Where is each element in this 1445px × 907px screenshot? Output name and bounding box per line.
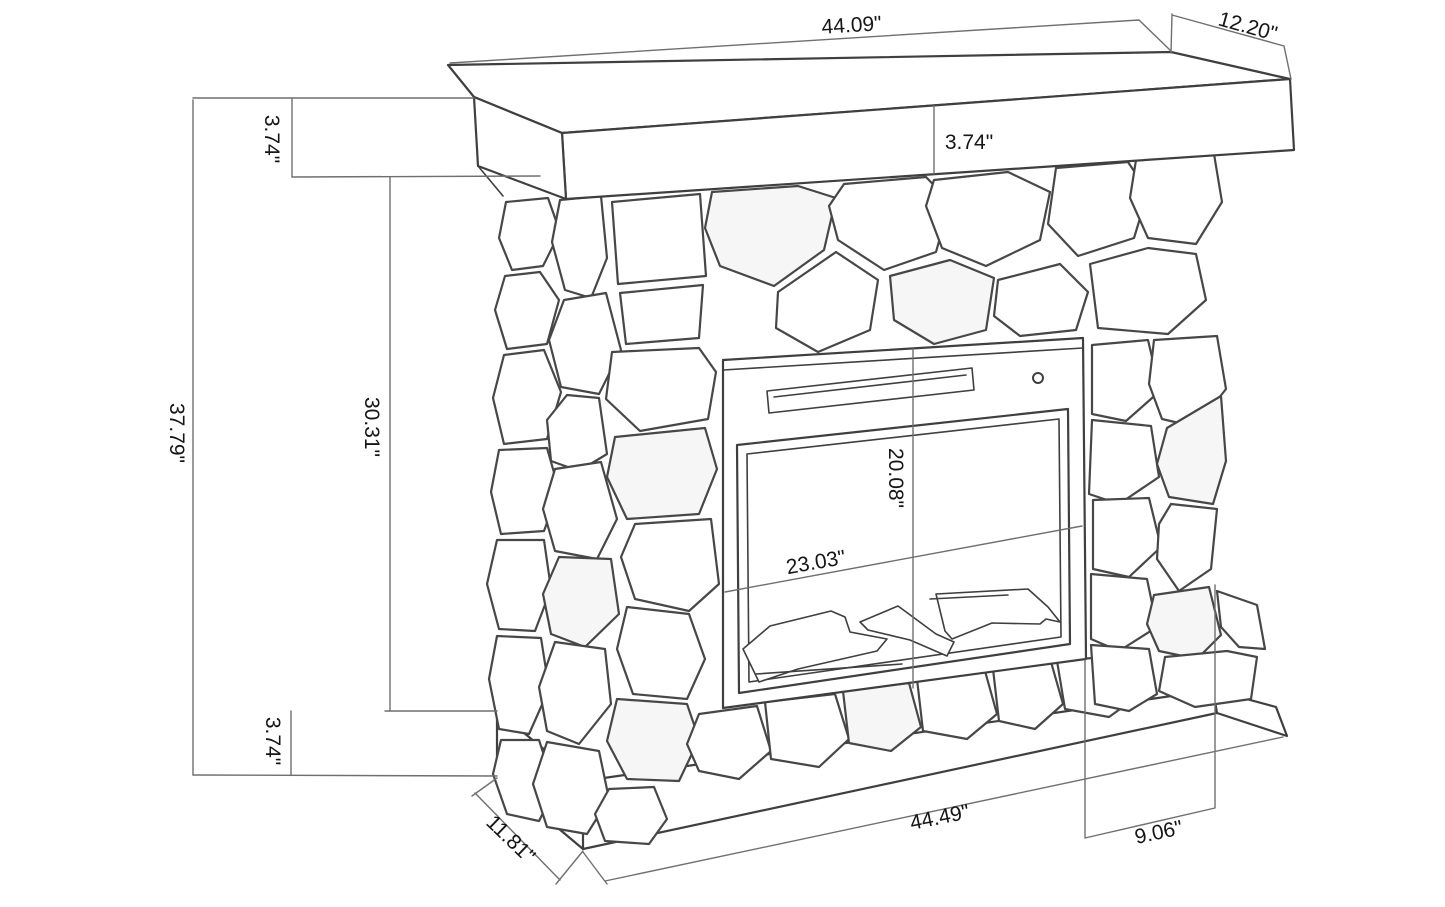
stone — [593, 785, 669, 846]
firebox-frame-top-inner-line — [722, 347, 1084, 371]
ember-bed-line — [755, 663, 903, 675]
dim-body-height-label: 30.31" — [360, 397, 383, 457]
stone — [531, 740, 611, 836]
stone — [605, 697, 701, 783]
dim-line-firebox-width — [724, 525, 1083, 593]
stone — [827, 175, 952, 272]
corbel-block-lower — [618, 283, 705, 346]
dim-ext-under-mantel — [291, 175, 541, 178]
stone — [491, 348, 563, 446]
dim-line-mantel-width — [449, 19, 1172, 64]
stone — [685, 704, 773, 781]
stone — [485, 538, 553, 633]
stone — [605, 426, 719, 521]
stone — [541, 460, 619, 561]
dim-firebox-height-label: 20.08" — [884, 448, 907, 508]
stone — [493, 270, 561, 351]
stone — [1128, 152, 1224, 246]
dim-mantel-thickness-front-label: 3.74" — [945, 131, 993, 154]
firebox-insert — [721, 336, 1088, 710]
stone — [1091, 496, 1163, 579]
dim-overall-height-label: 37.79" — [165, 403, 188, 463]
stone — [1155, 394, 1228, 506]
stone — [1089, 643, 1159, 713]
dimension-labels: 44.09" 12.20" 3.74" 3.74" 37.79" 30.31" … — [165, 8, 1280, 868]
stone — [703, 184, 838, 288]
log-set — [742, 588, 1061, 683]
dim-line-base-width — [582, 736, 1284, 885]
stone — [992, 262, 1090, 338]
stone — [489, 446, 561, 536]
stone-veneer — [485, 152, 1267, 846]
stone — [550, 194, 609, 300]
stone — [541, 555, 621, 649]
dim-base-width-label: 44.49" — [908, 800, 971, 835]
stone — [615, 605, 707, 701]
log-detail-line — [929, 594, 1009, 600]
stone — [1087, 418, 1161, 506]
heater-vent-inner-line — [773, 374, 967, 398]
log-middle — [859, 605, 955, 657]
dim-hearth-depth-label: 9.06" — [1133, 816, 1185, 849]
dim-ext-bottom — [192, 774, 498, 777]
stone — [1090, 338, 1162, 423]
stone — [1088, 246, 1208, 336]
stone — [774, 250, 880, 354]
dim-base-thickness-label: 3.74" — [261, 717, 284, 765]
stone — [1145, 585, 1223, 661]
dim-line-mantel-depth — [1170, 13, 1292, 80]
stone — [619, 517, 721, 613]
dim-line-base-depth — [471, 777, 584, 885]
stone — [924, 170, 1052, 268]
stone — [1215, 589, 1267, 651]
power-button-icon — [1032, 372, 1044, 384]
stone — [547, 291, 623, 396]
stone — [1155, 502, 1219, 593]
mantel-left-end-face — [472, 95, 568, 201]
dimension-lines — [192, 13, 1292, 885]
dim-mantel-thickness-left-label: 3.74" — [260, 115, 283, 163]
stone — [888, 258, 996, 346]
stone — [1157, 649, 1259, 709]
mantel-left-step-edge — [477, 165, 504, 197]
dim-line-hearth-depth — [1084, 584, 1216, 839]
log-left — [742, 610, 888, 683]
stone — [497, 196, 562, 272]
stone — [487, 634, 551, 736]
stone — [537, 640, 613, 746]
stone — [604, 346, 718, 433]
log-right — [935, 588, 1061, 640]
corbel-block-upper — [610, 192, 708, 286]
dim-mantel-depth-label: 12.20" — [1216, 8, 1280, 46]
mantel-shelf — [446, 50, 1296, 201]
dim-mantel-width-label: 44.09" — [821, 12, 882, 39]
stone — [1089, 572, 1159, 653]
